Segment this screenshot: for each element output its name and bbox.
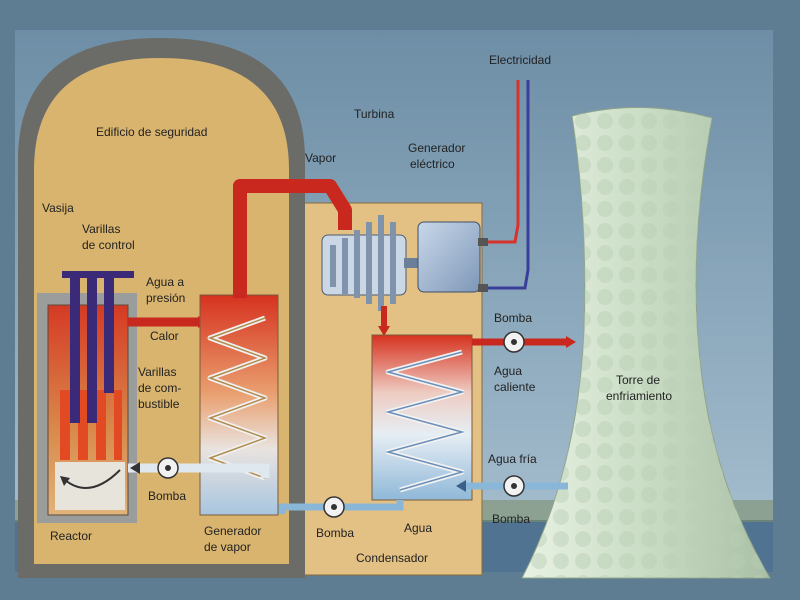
label-condenser: Condensador — [356, 551, 428, 565]
label-heat: Calor — [150, 329, 179, 343]
generator-terminal — [478, 238, 488, 246]
label-steam: Vapor — [305, 151, 336, 165]
label-hot-water-2: caliente — [494, 380, 536, 394]
label-electricity: Electricidad — [489, 53, 551, 67]
label-turbine: Turbina — [354, 107, 395, 121]
fuel-rod — [114, 390, 122, 460]
coil-outline — [207, 317, 268, 479]
label-building: Edificio de seguridad — [96, 125, 207, 139]
power-line-red — [488, 80, 520, 244]
control-rod — [104, 278, 114, 393]
label-pump-condensate: Bomba — [316, 526, 354, 540]
label-vessel: Vasija — [42, 201, 74, 215]
label-cooling-tower-2: enfriamiento — [606, 389, 672, 403]
label-fuel-rods-1: Varillas — [138, 365, 176, 379]
turbine-shaft — [404, 258, 422, 268]
label-control-rods-1: Varillas — [82, 222, 120, 236]
cooling-tower-texture — [522, 107, 770, 578]
condenser-coil-outline — [385, 351, 465, 491]
condensate-pump-hub — [331, 504, 337, 510]
control-rod — [87, 278, 97, 423]
vessel-bottom — [55, 462, 125, 510]
control-rod-bar — [62, 271, 134, 278]
label-generator-1: Generador — [408, 141, 465, 155]
label-fuel-rods-3: bustible — [138, 397, 180, 411]
label-steam-gen-2: de vapor — [204, 540, 251, 554]
label-control-rods-2: de control — [82, 238, 135, 252]
cold-water-arrow — [456, 480, 466, 492]
label-reactor: Reactor — [50, 529, 92, 543]
hot-water-pump-hub — [511, 339, 517, 345]
cold-water-pump-hub — [511, 483, 517, 489]
label-pump-hot: Bomba — [494, 311, 532, 325]
reactor-pump-hub — [165, 465, 171, 471]
label-pump-reactor: Bomba — [148, 489, 186, 503]
power-line-blue — [488, 80, 530, 290]
hot-water-arrow — [566, 336, 576, 348]
generator-terminal — [478, 284, 488, 292]
circulation-arrow — [64, 469, 121, 489]
label-hot-water-1: Agua — [494, 364, 522, 378]
label-water: Agua — [404, 521, 432, 535]
label-pump-cold: Bomba — [492, 512, 530, 526]
control-rod — [70, 278, 80, 423]
label-cooling-tower-1: Torre de — [616, 373, 660, 387]
fuel-rod — [60, 390, 70, 460]
label-cold-water: Agua fría — [488, 452, 537, 466]
fuel-rod — [78, 390, 88, 460]
label-generator-2: eléctrico — [410, 157, 455, 171]
label-fuel-rods-2: de com- — [138, 381, 181, 395]
electric-generator — [417, 221, 481, 293]
fuel-rod — [96, 390, 106, 460]
label-pressurized-water-2: presión — [146, 291, 185, 305]
exhaust-arrow — [378, 326, 390, 336]
label-pressurized-water-1: Agua a — [146, 275, 184, 289]
turbine — [321, 215, 407, 311]
steam-pipe — [233, 179, 352, 298]
label-steam-gen-1: Generador — [204, 524, 261, 538]
circulation-arrowhead — [60, 476, 70, 486]
primary-return-arrow — [130, 462, 140, 474]
